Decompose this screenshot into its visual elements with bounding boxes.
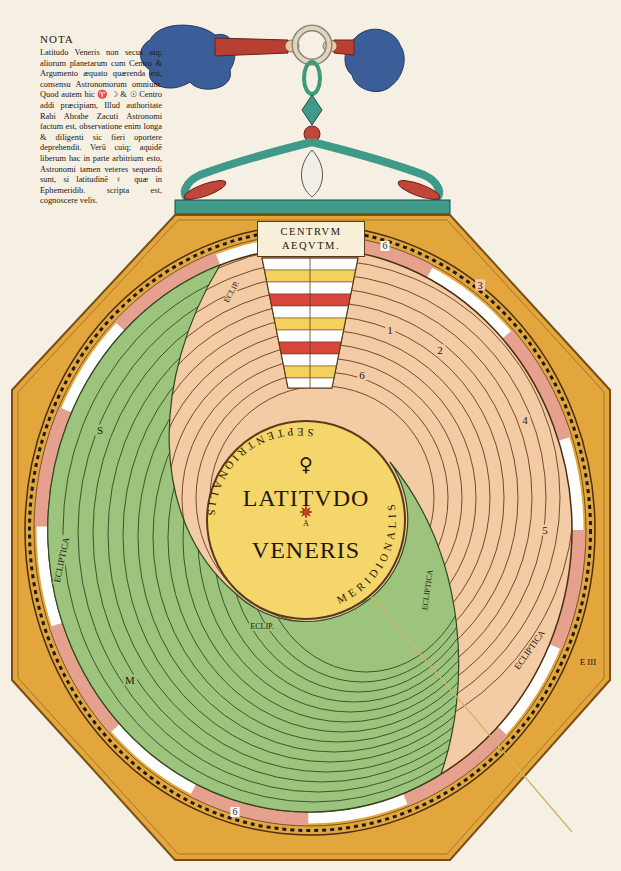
ecliptic-label: ECLIPTICA [52,535,71,586]
fleur [302,150,323,197]
hanger-bar [175,200,450,214]
signature-mark: E III [580,658,597,667]
planet-symbol: ♀ [206,454,406,475]
line-number: 2 [435,345,445,356]
ring-line [25,225,595,835]
peach-field [48,248,572,812]
wedge-outline [262,258,358,388]
spiral-line [93,284,551,782]
spiral-line [168,344,516,732]
pendant [302,95,322,125]
line-number: 6 [357,370,367,381]
spiral-line [78,272,558,792]
cloud [345,29,404,91]
spiral-line [198,368,502,712]
wedge-cells [250,258,370,390]
plate-title: CENTRVM AEQVTM. [262,225,360,253]
note-heading: NOTA [40,34,74,45]
spiral-line [108,296,544,772]
ring [295,28,329,62]
spiral-line [138,320,530,752]
scale-number: 6 [381,241,390,251]
line-number: 1 [385,325,395,336]
line-letter: M [123,675,137,686]
ecliptic-label: ECLIP. [222,278,242,306]
spiral-line [63,260,565,802]
spiral-line [183,356,509,722]
line-letter: S [95,425,105,436]
title-plate: CENTRVM AEQVTM. [257,221,365,257]
scale-number: 6 [231,807,240,817]
octagon-inner-line [18,220,604,854]
green-spiral-lines [63,260,565,802]
scale-checker [30,230,591,831]
ecliptic-label: ECLIPTICA [421,567,435,613]
spiral-line [123,308,537,762]
ecliptic-label: ECLIP. [248,623,275,631]
center-letter: A [206,520,406,529]
wedge-divider [310,258,311,388]
spiral-line [153,332,523,742]
ecliptic-label: ECLIPTICA [512,627,548,673]
note-text: Latitudo Veneris non secus atq; aliorum … [40,48,162,207]
octagon-frame [12,215,610,860]
line-number: 4 [520,415,530,426]
cloud [141,25,235,89]
chain-link [304,62,320,94]
scale-ring-pink [41,241,579,819]
leaf [182,177,227,203]
spiral-line [213,380,495,702]
leaf [396,177,441,203]
sleeve [215,38,288,56]
green-field [48,265,459,812]
line-number: 3 [475,280,485,291]
scale-ring [37,237,584,824]
ring-line [34,234,586,826]
central-disc: SEPTENTRIONALISMERIDIONALIS♀LATITVDO VEN… [206,420,406,620]
line-number: 5 [540,525,550,536]
ring [295,28,329,62]
